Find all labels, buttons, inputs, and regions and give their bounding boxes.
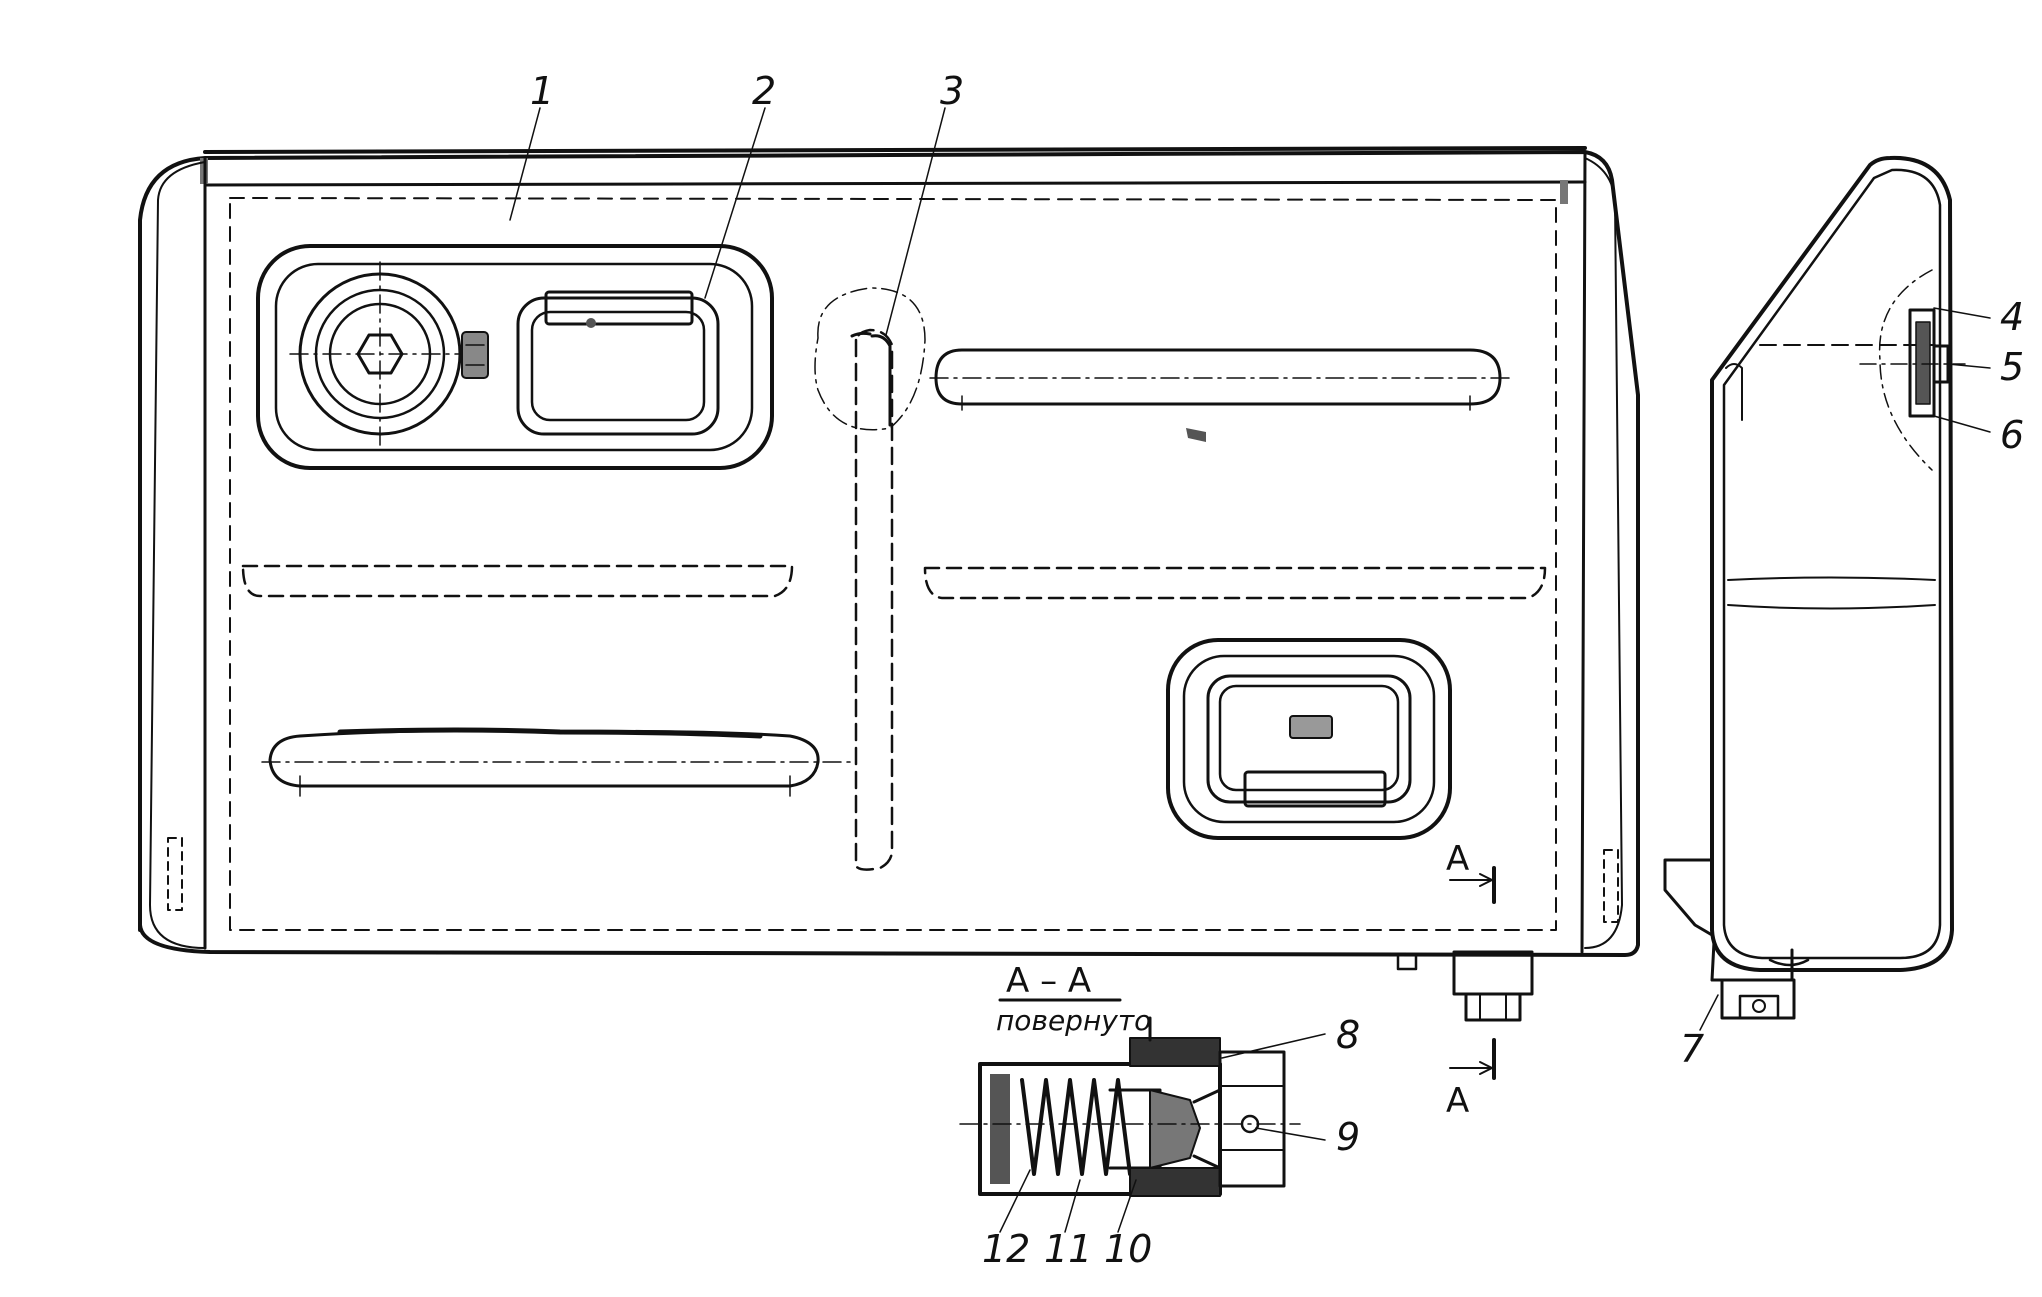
section-marker-top: A — [1446, 839, 1469, 879]
callout-12: 12 — [982, 1227, 1030, 1271]
callout-1: 1 — [530, 69, 554, 113]
section-labels: A A A – A повернуто — [996, 839, 1469, 1121]
callout-5: 5 — [2000, 345, 2024, 389]
tank-side-view — [1663, 155, 1966, 1020]
callout-8: 8 — [1336, 1013, 1360, 1057]
callout-11: 11 — [1044, 1227, 1092, 1271]
leader-lines — [509, 107, 1991, 1233]
section-cut-markers — [998, 866, 1496, 1080]
tank-front-view — [138, 146, 1640, 1022]
callout-4: 4 — [2000, 295, 2024, 339]
callout-7: 7 — [1680, 1027, 1704, 1071]
callout-10: 10 — [1104, 1227, 1152, 1271]
callout-3: 3 — [940, 69, 964, 113]
callout-2: 2 — [752, 69, 776, 113]
callout-labels: 1 2 3 4 5 6 7 8 9 10 11 12 — [530, 69, 2024, 1271]
section-title: A – A — [1006, 961, 1091, 1001]
callout-6: 6 — [2000, 413, 2024, 457]
callout-9: 9 — [1336, 1115, 1360, 1159]
section-a-a — [959, 1016, 1301, 1197]
section-marker-bottom: A — [1446, 1081, 1469, 1121]
section-subtitle: повернуто — [996, 1004, 1151, 1037]
